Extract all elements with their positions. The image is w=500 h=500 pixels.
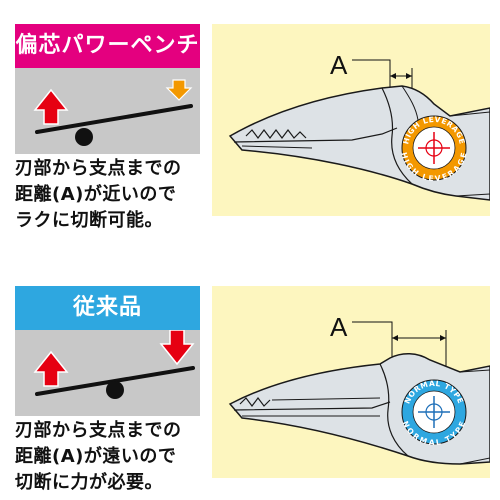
pliers-diagram: A: [212, 286, 490, 478]
arrow-up-icon: [33, 88, 69, 125]
pliers-diagram: A: [212, 24, 490, 216]
dimension-label: A: [330, 50, 348, 80]
arrow-down-icon: [165, 79, 193, 101]
dimension-label: A: [330, 312, 348, 342]
arrow-down-icon: [159, 330, 195, 366]
lever-illustration: [15, 330, 200, 416]
pivot-icon: [106, 381, 124, 399]
desc-line: 距離(A)が近いので: [15, 184, 177, 205]
desc-line: 刃部から支点までの: [15, 420, 182, 441]
panel-title: 偏芯パワーペンチ: [15, 24, 200, 68]
panel-conventional: 従来品 刃部から支点までの 距離(A)が遠いので 切断に力が必要。 A: [0, 262, 500, 500]
desc-line: 距離(A)が遠いので: [15, 446, 177, 467]
desc-line: ラクに切断可能。: [15, 210, 163, 231]
description: 刃部から支点までの 距離(A)が遠いので 切断に力が必要。: [15, 418, 215, 496]
lever-illustration: [15, 68, 200, 154]
crosshair-icon: NORMAL TYPE NORMAL TYPE: [401, 379, 467, 447]
panel-title: 従来品: [15, 286, 200, 330]
arrow-up-icon: [33, 350, 69, 387]
desc-line: 切断に力が必要。: [15, 472, 163, 493]
pivot-icon: [75, 128, 93, 146]
description: 刃部から支点までの 距離(A)が近いので ラクに切断可能。: [15, 156, 215, 234]
lever-bar: [35, 104, 193, 134]
desc-line: 刃部から支点までの: [15, 158, 182, 179]
panel-power-pliers: 偏芯パワーペンチ 刃部から支点までの 距離(A)が近いので ラクに切断可能。 A: [0, 0, 500, 238]
